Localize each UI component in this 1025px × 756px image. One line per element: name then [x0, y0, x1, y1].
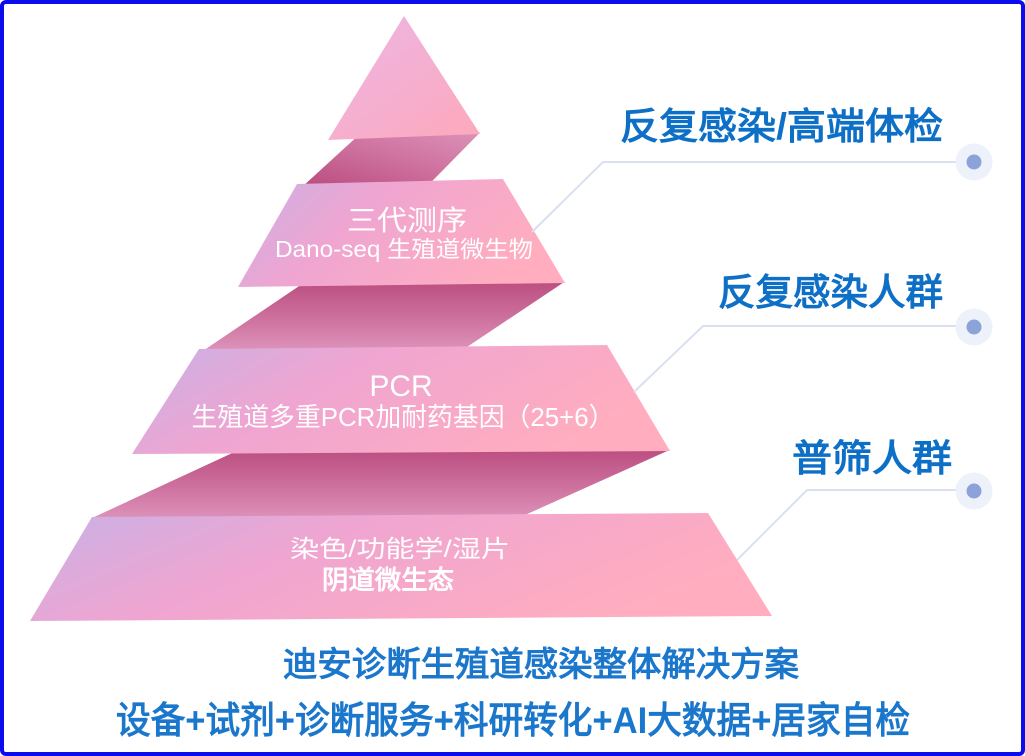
fold-joint-3	[92, 449, 670, 518]
annotation-label-2: 反复感染人群	[718, 272, 943, 313]
connector-line-1	[531, 161, 956, 233]
connector-dot-2	[955, 308, 993, 346]
connector-line-3	[736, 489, 956, 561]
tier-microecology-subtitle: 阴道微生态	[322, 565, 454, 595]
connector-line-2	[633, 325, 956, 393]
connector-dot-3	[955, 472, 993, 510]
tier-pcr-subtitle: 生殖道多重PCR加耐药基因（25+6）	[192, 402, 615, 432]
footer-line-2: 设备+试剂+诊断服务+科研转化+AI大数据+居家自检	[116, 700, 910, 741]
pyramid-tier-apex	[328, 16, 480, 140]
tier-pcr-title: PCR	[369, 370, 432, 403]
pyramid-tier-microecology	[30, 513, 772, 621]
annotation-label-3: 普筛人群	[792, 438, 952, 479]
footer-line-1: 迪安诊断生殖道感染整体解决方案	[283, 646, 800, 684]
annotation-label-1: 反复感染/高端体检	[620, 106, 943, 147]
tier-sequencing-subtitle: Dano-seq 生殖道微生物	[275, 236, 533, 262]
connector-dot-1	[955, 143, 993, 181]
fold-joint-1	[305, 132, 480, 185]
pyramid-tier-sequencing	[238, 179, 565, 287]
tier-sequencing-title: 三代测序	[347, 205, 467, 236]
pyramid-tier-pcr	[132, 345, 670, 454]
fold-joint-2	[205, 281, 565, 350]
tier-microecology-title: 染色/功能学/湿片	[290, 536, 510, 563]
